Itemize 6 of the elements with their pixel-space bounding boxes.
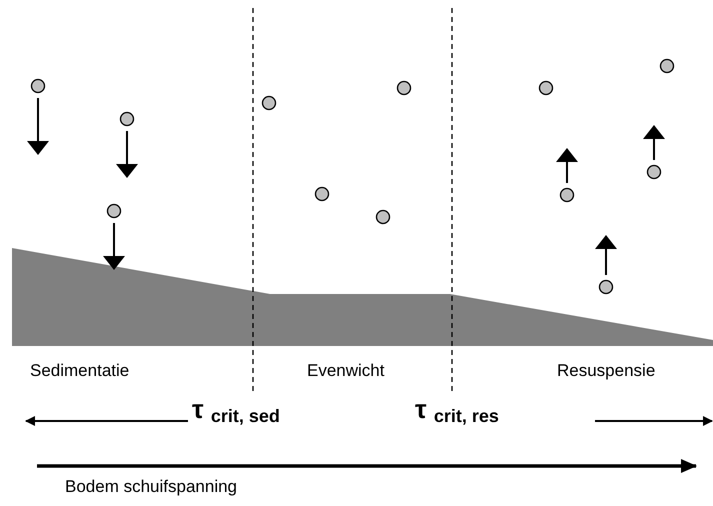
axis-label: Bodem schuifspanning [65,478,238,495]
threshold-label: τ $_{crit, res}$ [415,396,499,425]
threshold-label: τ $_{crit, sed}$ [192,396,280,425]
zone-label: Sedimentatie [30,362,130,379]
zone-label: Resuspensie [557,362,656,379]
zone-label: Evenwicht [307,362,384,379]
